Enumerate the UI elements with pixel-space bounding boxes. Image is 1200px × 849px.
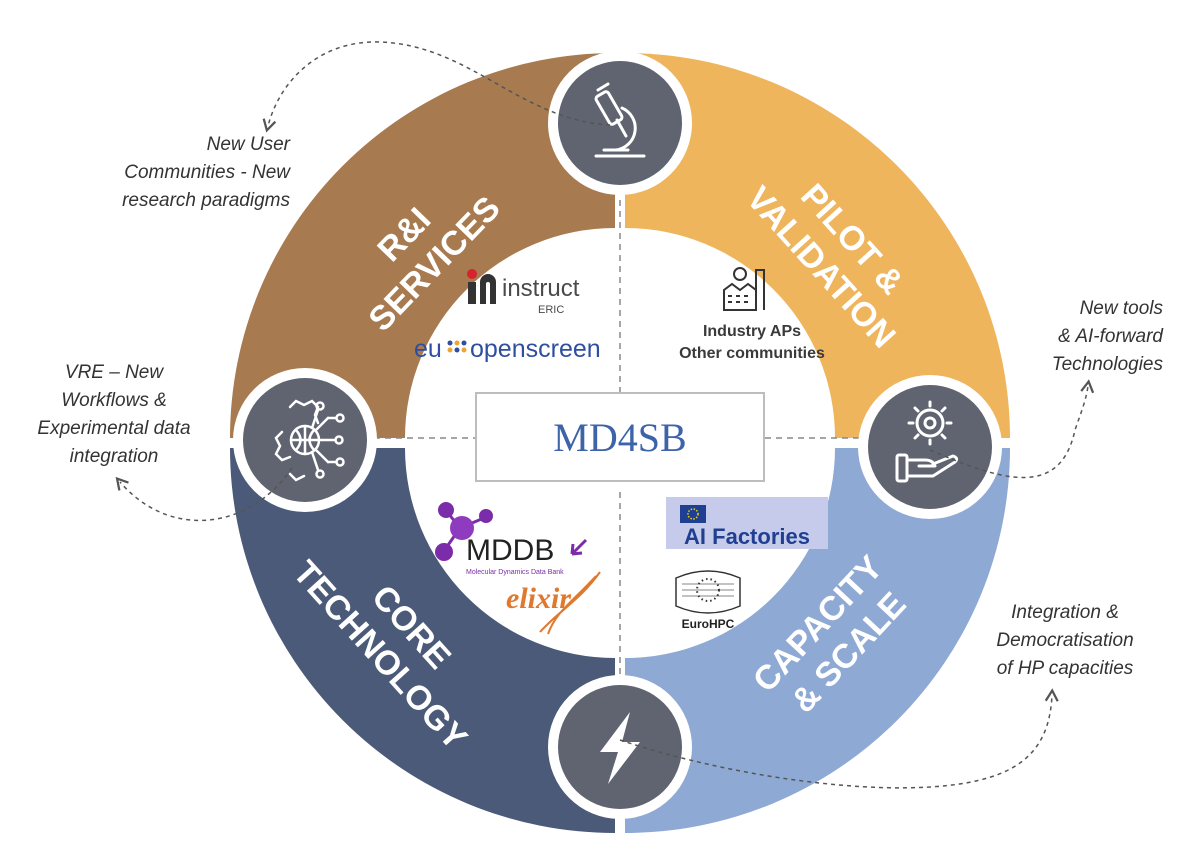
eurohpc-logo: EuroHPC (675, 570, 741, 631)
hub-top (548, 51, 692, 195)
mddb-name: MDDB (466, 534, 554, 567)
arrow-right (929, 379, 1095, 479)
ai-factories-name: AI Factories (684, 524, 810, 549)
segment-core-technology (230, 448, 615, 833)
mddb-sub: Molecular Dynamics Data Bank (466, 569, 564, 576)
lightning-bolt-icon (600, 712, 640, 784)
hub-left (233, 368, 377, 512)
elixir-name: elixir (506, 582, 571, 615)
gear-network-icon (274, 399, 345, 482)
industry-line1: Industry APs (703, 323, 801, 340)
euopenscreen-prefix: eu (414, 335, 442, 363)
center-box: MD4SB (475, 392, 765, 482)
industry-line2: Other communities (679, 345, 825, 362)
note-left: VRE – New Workflows & Experimental data … (37, 362, 190, 467)
note-left-line3: Experimental data (37, 418, 190, 439)
note-right-line3: Technologies (1052, 354, 1164, 375)
note-left-line1: VRE – New (65, 362, 164, 383)
note-top-left-line1: New User (207, 134, 291, 155)
euopenscreen-name: openscreen (470, 335, 601, 363)
note-left-line4: integration (70, 446, 159, 467)
center-title: MD4SB (553, 415, 686, 460)
segment-pilot-validation (625, 53, 1010, 438)
hub-right (858, 375, 1002, 519)
note-bottom-right: Integration & Democratisation of HP capa… (996, 602, 1133, 679)
note-left-line2: Workflows & (61, 390, 167, 411)
elixir-logo: elixir (506, 571, 601, 635)
note-right-line2: & AI-forward (1058, 326, 1164, 347)
hand-gear-icon (895, 400, 959, 483)
microscope-icon (594, 82, 646, 158)
instruct-logo: instruct ERIC (467, 269, 580, 316)
note-right-line1: New tools (1080, 298, 1164, 319)
segment-capacity-scale (625, 448, 1010, 833)
arrow-left (115, 467, 293, 522)
mddb-logo: MDDB Molecular Dynamics Data Bank (435, 502, 588, 576)
note-right: New tools & AI-forward Technologies (1052, 298, 1165, 375)
ai-factories-logo: AI Factories (666, 497, 828, 549)
factory-icon (723, 267, 765, 311)
cursor-arrow-icon (570, 538, 588, 556)
note-top-left: New User Communities - New research para… (122, 134, 291, 211)
arrow-top-left (262, 41, 611, 133)
instruct-name: instruct (502, 275, 580, 302)
note-bottom-right-line2: Democratisation (996, 630, 1133, 651)
note-top-left-line2: Communities - New (124, 162, 291, 183)
eurohpc-name: EuroHPC (682, 617, 735, 631)
helix-icon (539, 571, 601, 635)
industry-logo: Industry APs Other communities (679, 267, 825, 362)
segment-ri-services (230, 53, 615, 438)
note-bottom-right-line1: Integration & (1011, 602, 1119, 623)
note-top-left-line3: research paradigms (122, 190, 290, 211)
instruct-sub: ERIC (538, 304, 564, 316)
hub-bottom (548, 675, 692, 819)
arrow-bottom-right (619, 688, 1059, 789)
note-bottom-right-line3: of HP capacities (997, 658, 1134, 679)
dots-icon (447, 340, 467, 353)
euopenscreen-logo: eu openscreen (414, 335, 601, 363)
molecule-icon (435, 502, 493, 561)
